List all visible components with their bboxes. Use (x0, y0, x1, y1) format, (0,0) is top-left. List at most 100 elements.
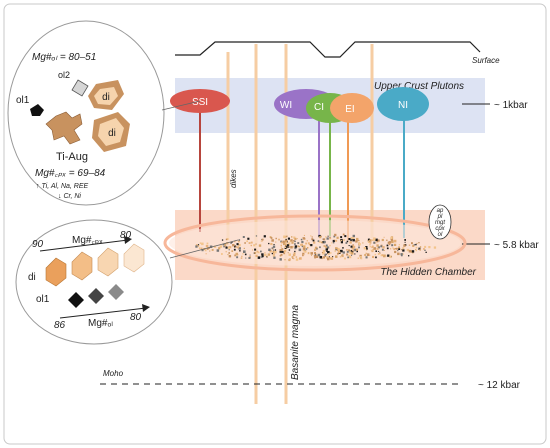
crystal-grain (359, 256, 362, 259)
crystal-grain (226, 238, 229, 241)
di-crystal-2-core (98, 118, 124, 146)
crystal-grain (337, 250, 341, 254)
crystal-grain (228, 249, 230, 251)
ssi-label: SSI (192, 97, 208, 108)
crystal-grain (302, 249, 305, 252)
crystal-grain (225, 251, 227, 253)
crystal-grain (369, 239, 372, 242)
crystal-grain (402, 249, 405, 252)
ol-to: 80 (130, 312, 142, 323)
crystal-grain (319, 246, 321, 249)
crystal-grain (365, 252, 367, 254)
di-label-1: di (102, 92, 110, 103)
crystal-grain (201, 249, 204, 252)
crystal-grain (306, 240, 308, 242)
crystal-grain (329, 237, 332, 240)
crystal-grain (273, 244, 275, 246)
di-zoning-3 (97, 247, 119, 277)
crystal-grain (294, 247, 297, 250)
crystal-grain (343, 239, 345, 241)
moho-label: Moho (103, 369, 124, 378)
crystal-grain (330, 252, 332, 254)
crystal-grain (302, 247, 306, 250)
crystal-grain (268, 248, 271, 251)
ol-arrow (59, 307, 147, 319)
crystal-grain (245, 257, 247, 259)
crystal-grain (365, 246, 368, 249)
crystal-grain (238, 243, 241, 247)
crystal-grain (291, 241, 294, 244)
crystal-grain (290, 246, 293, 249)
crystal-grain (305, 242, 307, 245)
upper-crust-label: Upper Crust Plutons (374, 81, 464, 92)
crystal-grain (390, 248, 392, 250)
crystal-grain (341, 239, 342, 241)
crystal-grain (375, 242, 377, 244)
crystal-grain (271, 247, 274, 250)
crystal-grain (328, 256, 330, 258)
cpx-from: 90 (32, 239, 44, 250)
hidden-chamber-label: The Hidden Chamber (380, 267, 476, 278)
crystal-grain (352, 245, 354, 247)
crystal-grain (334, 233, 337, 237)
crystal-grain (297, 242, 300, 244)
crystal-grain (369, 241, 372, 244)
crystal-grain (310, 244, 313, 247)
crystal-grain (352, 244, 354, 246)
crystal-grain (294, 237, 297, 240)
crystal-grain (227, 254, 229, 256)
crystal-grain (358, 240, 360, 242)
crystal-grain (412, 252, 414, 254)
crystal-grain (302, 254, 304, 257)
crystal-grain (363, 247, 367, 250)
pressure-5-8kbar: ~ 5.8 kbar (494, 240, 539, 251)
crystal-grain (323, 245, 326, 248)
crystal-grain (327, 235, 329, 237)
crystal-grain (280, 240, 283, 243)
crystal-grain (415, 243, 417, 246)
crystal-grain (337, 248, 340, 251)
crystal-grain (355, 240, 358, 243)
crystal-grain (293, 240, 295, 242)
ol1-crystal (30, 104, 44, 116)
crystal-grain (240, 257, 243, 259)
crystal-grain (402, 253, 404, 255)
crystal-grain (350, 254, 353, 256)
crystal-grain (314, 252, 316, 254)
crystal-grain (238, 239, 241, 241)
crystal-grain (372, 239, 374, 241)
crystal-grain (290, 239, 293, 242)
crystal-grain (376, 244, 379, 247)
ci-label: CI (314, 102, 324, 113)
crystal-grain (237, 240, 240, 243)
crystal-grain (272, 245, 276, 248)
crystal-grain (279, 258, 282, 261)
crystal-grain (315, 255, 319, 258)
ei-label: EI (345, 104, 354, 115)
crystal-grain (348, 245, 350, 247)
cpx-arrowhead (124, 236, 132, 244)
crystal-grain (264, 252, 266, 254)
crystal-grain (195, 245, 198, 248)
crystal-grain (350, 250, 353, 252)
crystal-grain (293, 252, 296, 255)
crystal-grain (415, 246, 418, 249)
crystal-grain (221, 239, 224, 241)
crystal-grain (303, 234, 305, 236)
crystal-grain (329, 244, 331, 247)
crystal-grain (335, 239, 338, 242)
crystal-grain (280, 246, 282, 248)
crystal-grain (323, 238, 326, 241)
crystal-grain (347, 256, 349, 259)
crystal-grain (393, 239, 397, 243)
di-zoning-1 (45, 257, 67, 287)
crystal-grain (279, 255, 281, 257)
crystal-grain (272, 254, 276, 257)
crystal-grain (316, 253, 318, 255)
crystal-grain (249, 254, 251, 256)
crystal-grain (280, 253, 283, 256)
crystal-grain (272, 250, 276, 254)
crystal-grain (230, 242, 232, 244)
cpx-arrow (39, 239, 129, 252)
crystal-grain (254, 252, 257, 254)
